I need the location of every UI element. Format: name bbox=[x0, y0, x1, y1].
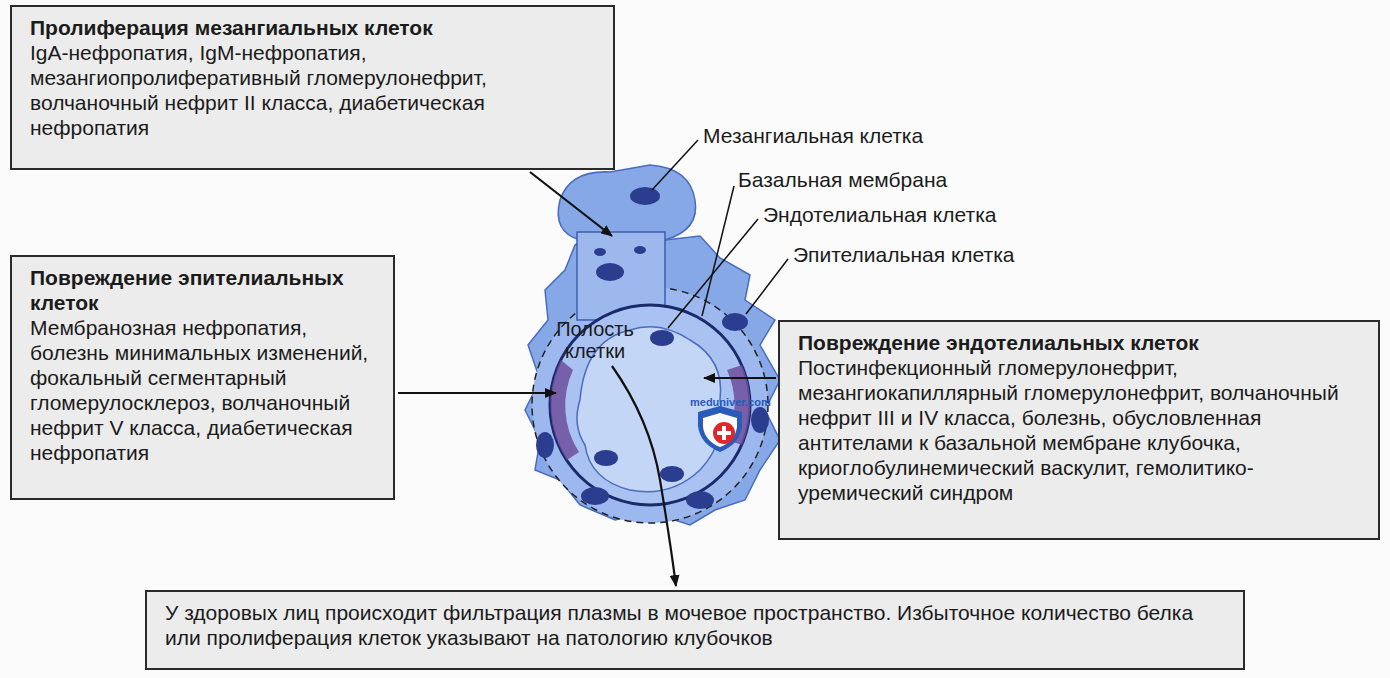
watermark-shield bbox=[698, 406, 742, 452]
callout-box: Повреждение эндотелиальных клетокПостинф… bbox=[778, 320, 1380, 540]
epithelial-layer bbox=[525, 232, 780, 525]
box-text: IgA-нефропатия, IgM-нефропатия, мезангио… bbox=[30, 40, 597, 140]
watermark: meduniver.com bbox=[690, 396, 771, 409]
callout-box: Пролиферация мезангиальных клетокIgA-неф… bbox=[10, 5, 615, 170]
cell-nuclei bbox=[536, 187, 769, 509]
box-heading: Пролиферация мезангиальных клеток bbox=[30, 15, 597, 40]
part-label: Полость клетки bbox=[545, 318, 645, 362]
part-label: Мезангиальная клетка bbox=[703, 124, 923, 148]
callout-box: У здоровых лиц происходит фильтрация пла… bbox=[145, 590, 1245, 670]
part-label: Эндотелиальная клетка bbox=[763, 203, 996, 227]
epithelial-damage bbox=[550, 360, 579, 460]
box-text: Мембранозная нефропатия, болезнь минимал… bbox=[30, 315, 377, 465]
box-heading: Повреждение эндотелиальных клеток bbox=[798, 330, 1362, 355]
box-text: Постинфекционный гломерулонефрит, мезанг… bbox=[798, 355, 1362, 505]
box-text: У здоровых лиц происходит фильтрация пла… bbox=[165, 600, 1227, 650]
callout-box: Повреждение эпителиальных клетокМембрано… bbox=[10, 255, 395, 500]
mesangial-cell bbox=[558, 165, 695, 240]
part-label: Базальная мембрана bbox=[738, 168, 947, 192]
pointer-arrows bbox=[398, 172, 776, 586]
box-heading: Повреждение эпителиальных клеток bbox=[30, 265, 377, 315]
part-label: Эпителиальная клетка bbox=[793, 243, 1015, 267]
